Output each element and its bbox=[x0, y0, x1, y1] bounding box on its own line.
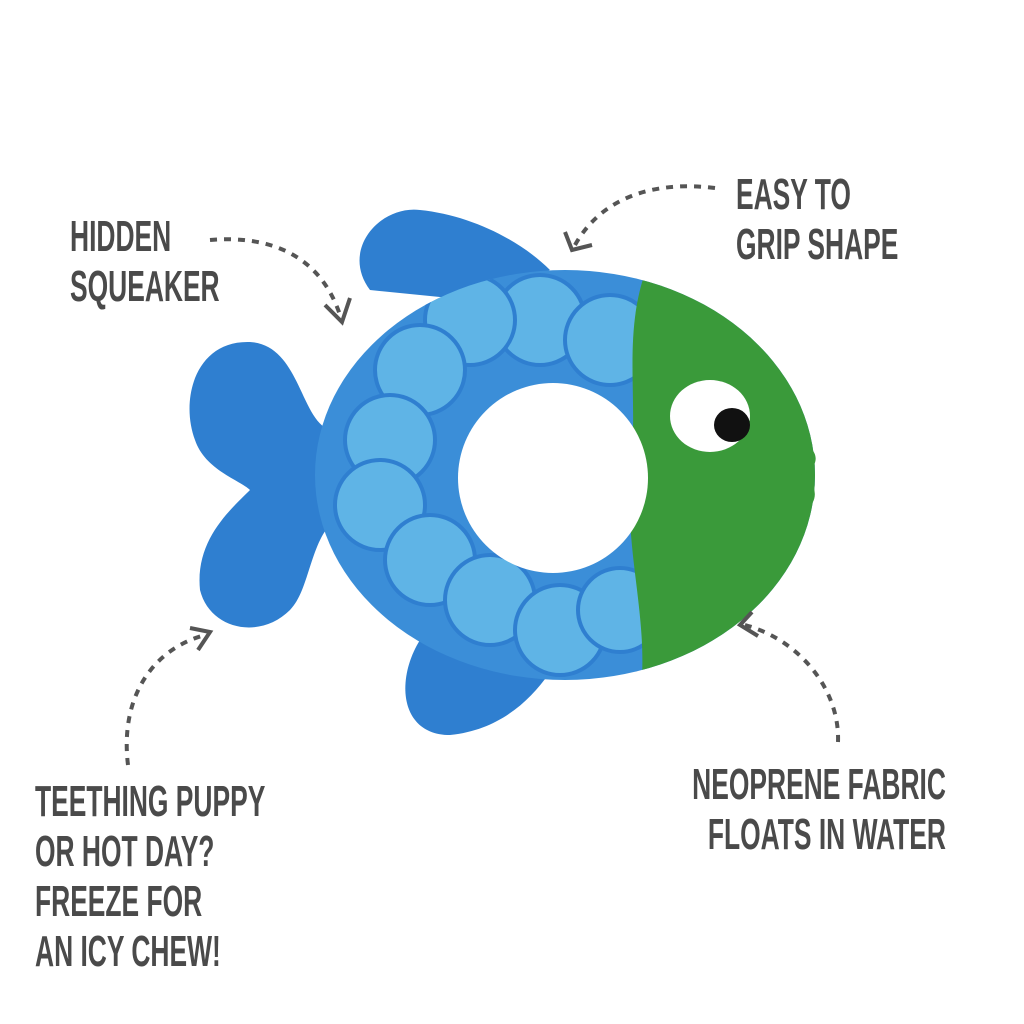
arrow-neoprene bbox=[744, 623, 841, 743]
callout-line: HIDDEN bbox=[70, 212, 172, 261]
callout-neoprene: NEOPRENE FABRIC FLOATS IN WATER bbox=[523, 760, 946, 860]
callout-line: FLOATS IN WATER bbox=[707, 810, 946, 859]
callout-line: OR HOT DAY? bbox=[35, 827, 215, 876]
callout-easy-grip: EASY TO GRIP SHAPE bbox=[736, 170, 1007, 270]
callout-hidden-squeaker: HIDDEN SQUEAKER bbox=[70, 212, 319, 312]
arrow-easy-grip bbox=[573, 184, 716, 246]
callout-line: NEOPRENE FABRIC bbox=[692, 760, 946, 809]
tail-fin bbox=[189, 341, 335, 628]
arrow-freeze bbox=[124, 633, 206, 766]
callout-line: GRIP SHAPE bbox=[736, 220, 899, 269]
callout-line: EASY TO bbox=[736, 170, 851, 219]
eye-pupil bbox=[714, 408, 750, 442]
callout-freeze: TEETHING PUPPY OR HOT DAY? FREEZE FOR AN… bbox=[35, 777, 419, 977]
callout-line: FREEZE FOR bbox=[35, 877, 203, 926]
callout-line: TEETHING PUPPY bbox=[35, 777, 266, 826]
callout-line: SQUEAKER bbox=[70, 262, 220, 311]
arrow-hidden-squeaker bbox=[209, 237, 342, 316]
green-head bbox=[629, 270, 815, 680]
scales bbox=[333, 273, 664, 677]
callout-line: AN ICY CHEW! bbox=[35, 927, 221, 976]
